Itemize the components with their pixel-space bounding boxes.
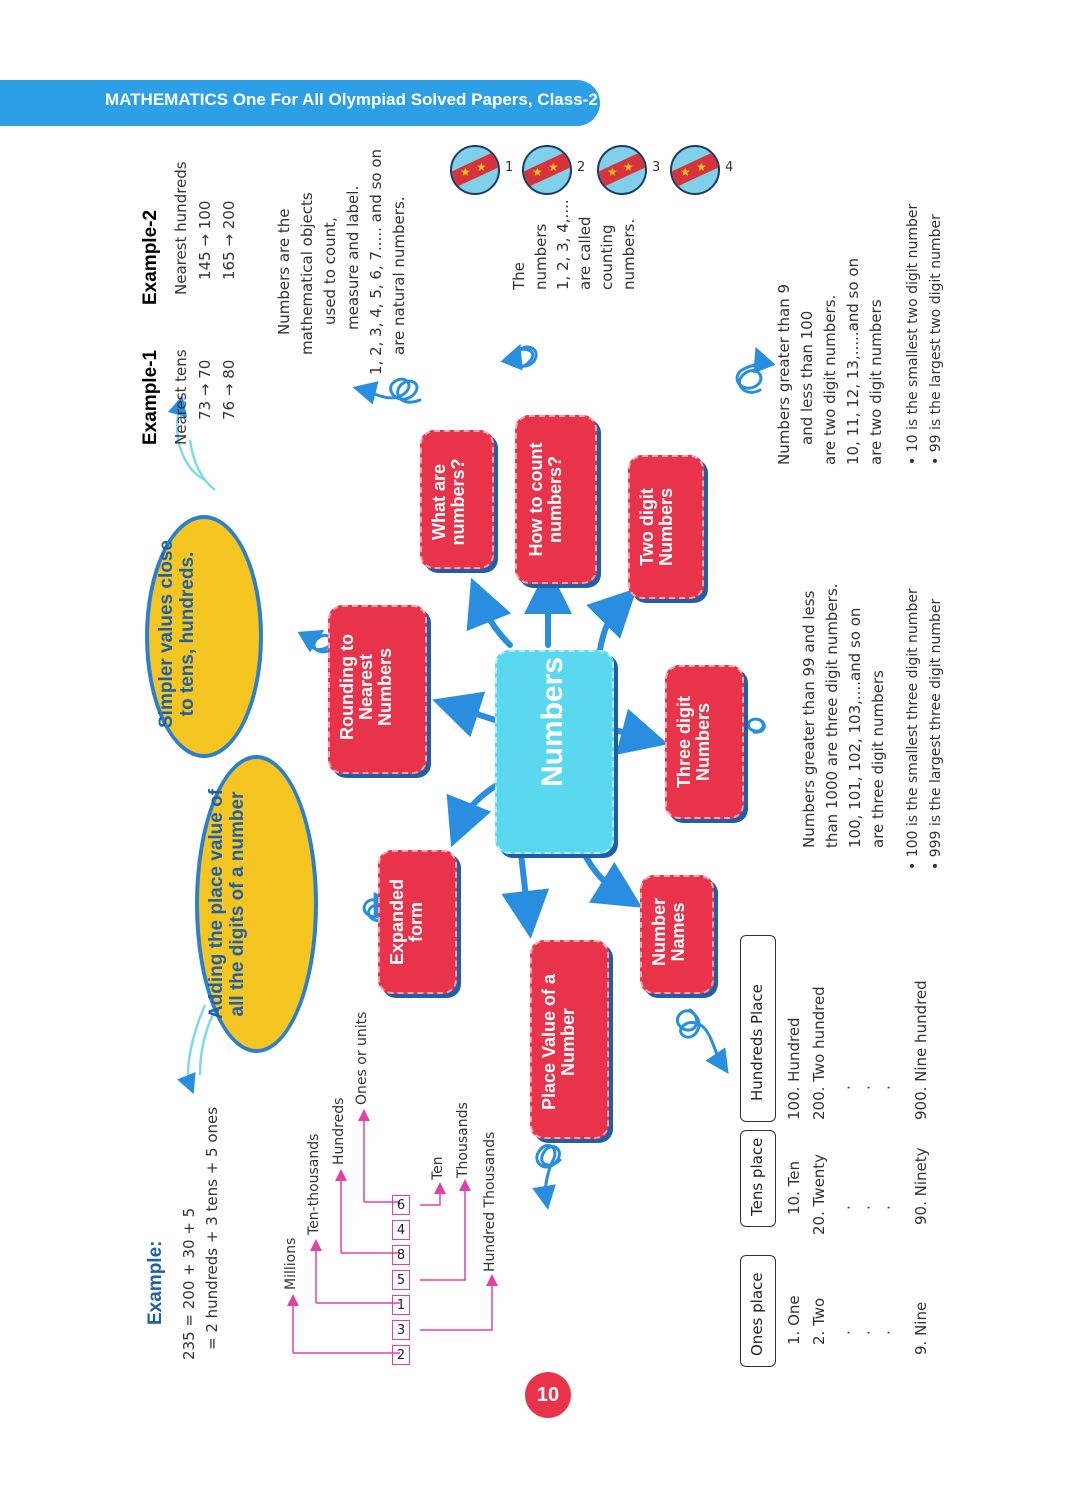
- node-rounding: Rounding to Nearest Numbers: [328, 605, 427, 774]
- ball-1-icon: ★★: [450, 145, 500, 195]
- ball-4-icon: ★★: [670, 145, 720, 195]
- example2-line1: 145 → 100: [196, 200, 214, 280]
- hundreds-row: 900. Nine hundred: [912, 980, 930, 1120]
- node-how-to-count: How to count numbers?: [515, 415, 597, 584]
- node-place-value: Place Value of a Number: [530, 940, 609, 1139]
- hundreds-row: ·: [840, 1085, 858, 1090]
- ones-row: ·: [860, 1330, 878, 1335]
- tens-row: ·: [880, 1205, 898, 1210]
- label-thousands: Thousands: [455, 1102, 471, 1178]
- label-hundred-thousands: Hundred Thousands: [482, 1131, 498, 1272]
- ball-label-4: 4: [725, 160, 734, 175]
- ones-row: ·: [880, 1330, 898, 1335]
- ones-row: 2. Two: [810, 1297, 828, 1345]
- curl-arrows: [297, 343, 776, 1210]
- node-what-are-numbers: What are numbers?: [420, 430, 494, 569]
- table-header-hundreds: Hundreds Place: [740, 935, 776, 1122]
- label-hundreds: Hundreds: [331, 1097, 347, 1165]
- ball-2-icon: ★★: [522, 145, 572, 195]
- node-two-digit: Two digit Numbers: [628, 455, 704, 599]
- header-bar: [0, 80, 600, 126]
- expanded-example-title: Example:: [145, 1240, 166, 1325]
- digit-box: 4: [392, 1220, 410, 1240]
- example1-sub: Nearest tens: [172, 349, 190, 445]
- example1-line2: 76 → 80: [220, 359, 238, 420]
- header-title: MATHEMATICS One For All Olympiad Solved …: [105, 90, 598, 109]
- node-three-digit: Three digit Numbers: [665, 665, 744, 819]
- tens-row: ·: [860, 1205, 878, 1210]
- digit-box: 2: [392, 1345, 410, 1365]
- ball-3-icon: ★★: [597, 145, 647, 195]
- ones-row: ·: [840, 1330, 858, 1335]
- node-arrows: [432, 566, 669, 939]
- digit-box: 5: [392, 1270, 410, 1290]
- example1-line1: 73 → 70: [196, 359, 214, 420]
- label-ones: Ones or units: [354, 1011, 370, 1105]
- center-node: Numbers: [495, 650, 614, 854]
- ball-label-3: 3: [652, 160, 661, 175]
- bubble-adding-place-value: Adding the place value of all the digits…: [195, 755, 318, 1053]
- tens-row: ·: [840, 1205, 858, 1210]
- node-expanded: Expanded form: [378, 850, 457, 994]
- bubble-simpler-values: Simpler values close to tens, hundreds.: [145, 515, 263, 758]
- label-millions: Millions: [283, 1237, 299, 1290]
- page-number: 10: [525, 1372, 571, 1418]
- digit-box: 8: [392, 1245, 410, 1265]
- table-header-tens: Tens place: [740, 1130, 776, 1227]
- place-value-lines: [287, 1109, 498, 1354]
- example1-title: Example-1: [140, 349, 161, 445]
- hundreds-row: ·: [880, 1085, 898, 1090]
- ones-row: 1. One: [785, 1295, 803, 1345]
- example2-title: Example-2: [140, 209, 161, 305]
- digit-box: 6: [392, 1195, 410, 1215]
- tens-row: 20. Twenty: [810, 1153, 828, 1235]
- hundreds-row: ·: [860, 1085, 878, 1090]
- ball-label-1: 1: [505, 160, 514, 175]
- example2-sub: Nearest hundreds: [172, 161, 190, 295]
- tens-row: 90. Ninety: [912, 1147, 930, 1225]
- table-header-ones: Ones place: [740, 1255, 776, 1367]
- label-ten: Ten: [430, 1156, 446, 1180]
- node-number-names: Number Names: [640, 875, 714, 994]
- digit-box: 3: [392, 1320, 410, 1340]
- hundreds-row: 100. Hundred: [785, 1017, 803, 1120]
- ball-label-2: 2: [577, 160, 586, 175]
- label-ten-thousands: Ten-thousands: [306, 1133, 322, 1235]
- example2-line2: 165 → 200: [220, 200, 238, 280]
- ones-row: 9. Nine: [912, 1301, 930, 1355]
- expanded-example-line2: = 2 hundreds + 3 tens + 5 ones: [203, 1106, 221, 1350]
- hundreds-row: 200. Two hundred: [810, 986, 828, 1120]
- expanded-example-line1: 235 = 200 + 30 + 5: [180, 1207, 198, 1360]
- bubble-pointer-arrows: [167, 395, 217, 1095]
- center-label: Numbers: [536, 656, 569, 787]
- digit-box: 1: [392, 1295, 410, 1315]
- tens-row: 10. Ten: [785, 1161, 803, 1215]
